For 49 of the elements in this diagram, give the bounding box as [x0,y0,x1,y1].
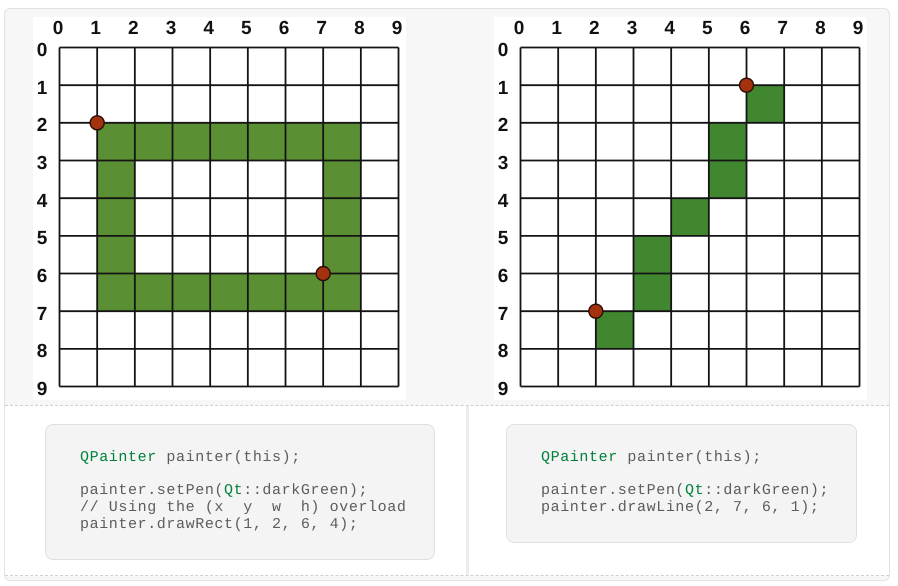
column-number: 3 [626,19,638,39]
row-number: 6 [36,267,48,288]
row-number: 0 [498,41,508,61]
code-line: painter.setPen(Qt::darkGreen); [80,483,368,500]
column-number: 1 [90,19,101,39]
code-block [45,424,435,560]
code-line: // Using the (x y w h) overload [80,500,406,517]
column-number: 1 [551,19,562,39]
column-number: 8 [815,19,826,39]
column-number: 0 [514,19,524,39]
column-number: 2 [128,19,139,39]
code-line: painter.setPen(Qt::darkGreen); [541,483,830,500]
row-number: 1 [498,78,508,99]
column-number: 6 [278,19,290,39]
row-number: 5 [36,229,48,250]
row-number: 9 [36,380,48,400]
row-number: 2 [498,116,508,136]
row-number: 4 [36,192,48,212]
code-line: painter.drawRect(1, 2, 6, 4); [80,516,358,534]
row-number: 7 [36,304,48,325]
code-line: painter.drawLine(2, 7, 6, 1); [541,500,820,517]
column-number: 4 [664,19,675,39]
column-number: 8 [354,19,365,39]
column-number: 7 [316,19,327,39]
column-number: 5 [241,19,252,39]
code-line: QPainter painter(this); [541,450,762,467]
code-block [506,424,857,543]
column-number: 6 [740,19,750,39]
row-number: 2 [36,116,48,136]
column-number: 5 [702,19,713,39]
row-number: 6 [498,267,508,288]
column-number: 9 [392,19,402,39]
row-number: 4 [498,192,508,212]
column-number: 3 [166,19,176,39]
column-number: 7 [777,19,788,39]
code-line: QPainter painter(this); [80,450,301,467]
row-number: 5 [498,229,508,250]
column-number: 0 [52,19,64,39]
column-number: 9 [852,19,864,39]
row-number: 7 [498,304,508,325]
column-number: 2 [589,19,600,39]
column-number: 4 [203,19,214,39]
row-number: 8 [36,342,48,362]
row-number: 8 [498,342,508,362]
row-number: 3 [498,154,508,174]
row-number: 3 [36,154,48,174]
row-number: 1 [36,78,48,99]
row-number: 9 [498,380,508,400]
row-number: 0 [36,41,48,61]
